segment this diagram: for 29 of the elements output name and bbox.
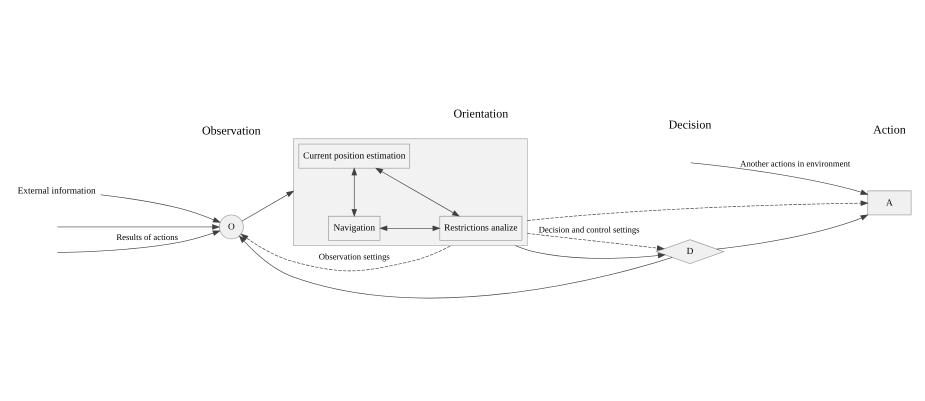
- edge-label: Observation settings: [318, 251, 390, 262]
- arrow: [240, 234, 452, 272]
- label: Observation: [202, 123, 261, 138]
- arrow: [690, 162, 869, 195]
- arrow: [526, 200, 869, 222]
- edge-label: Decision and control settings: [538, 224, 640, 235]
- arrow: [515, 245, 666, 259]
- label: Orientation: [454, 106, 508, 121]
- label: Decision: [668, 117, 712, 132]
- edge-label: Another actions in environment: [740, 158, 850, 168]
- arrow: [57, 230, 221, 253]
- arrow: [242, 190, 294, 222]
- node-box: Current position estimation: [298, 144, 410, 168]
- node-box: Navigation: [328, 216, 380, 241]
- label: Action: [873, 122, 906, 137]
- node-box: Restrictions analize: [439, 216, 522, 241]
- cluster: [293, 138, 528, 246]
- arrow: [716, 214, 869, 250]
- arrow: [375, 168, 460, 217]
- arrow: [100, 194, 221, 223]
- arrow: [57, 224, 220, 230]
- node-text: External information: [18, 186, 96, 196]
- arrow: [238, 235, 673, 298]
- arrow: [526, 233, 665, 251]
- node-box: A: [867, 190, 912, 216]
- node-circle: O: [218, 214, 244, 240]
- arrow: [379, 225, 441, 232]
- edge-label: Results of actions: [116, 232, 178, 242]
- arrow: [351, 167, 358, 218]
